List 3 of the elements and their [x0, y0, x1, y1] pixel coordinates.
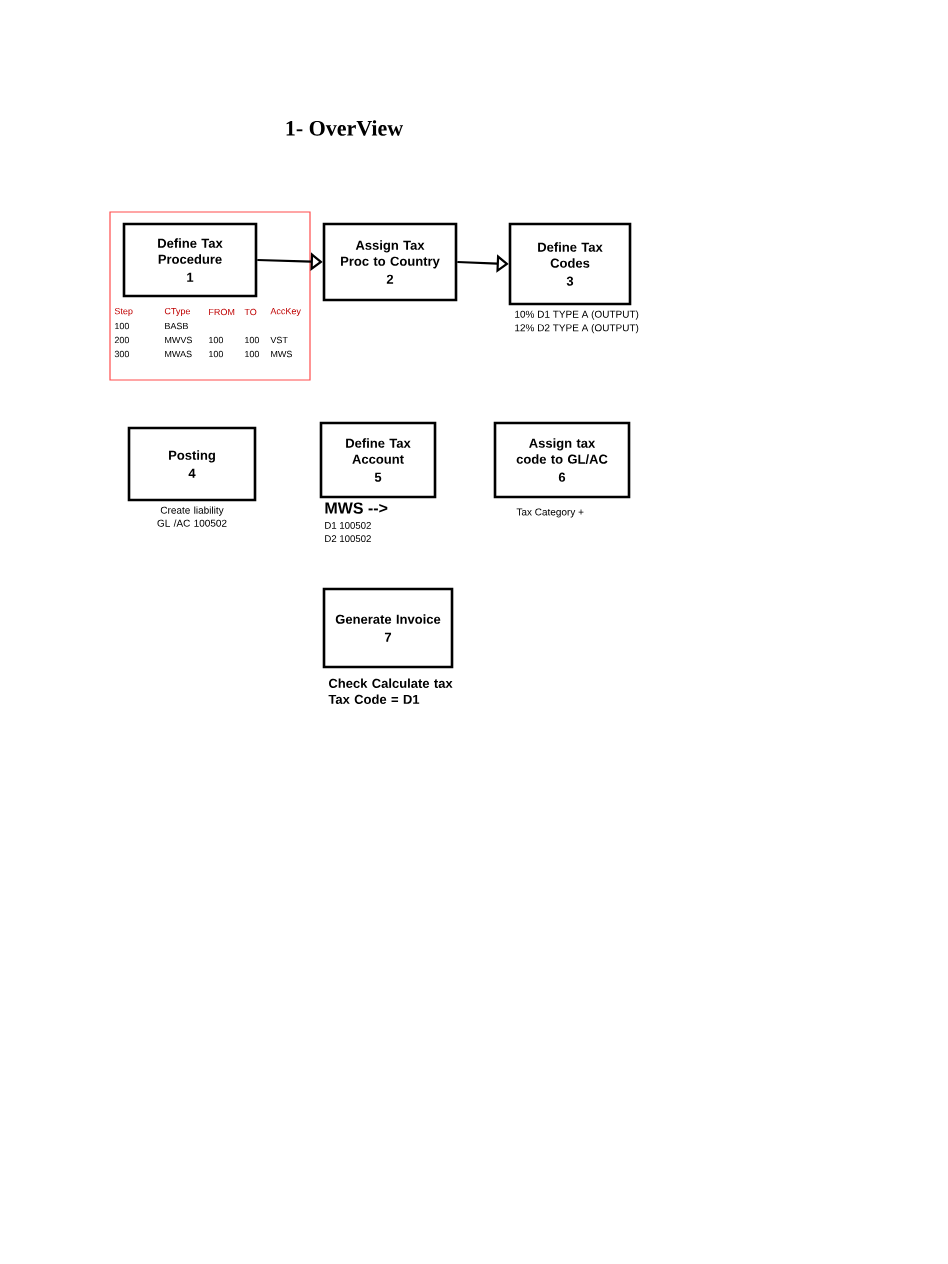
title: 1- OverView	[286, 120, 404, 136]
frame	[109, 211, 311, 381]
note: MWS -->	[325, 502, 388, 514]
